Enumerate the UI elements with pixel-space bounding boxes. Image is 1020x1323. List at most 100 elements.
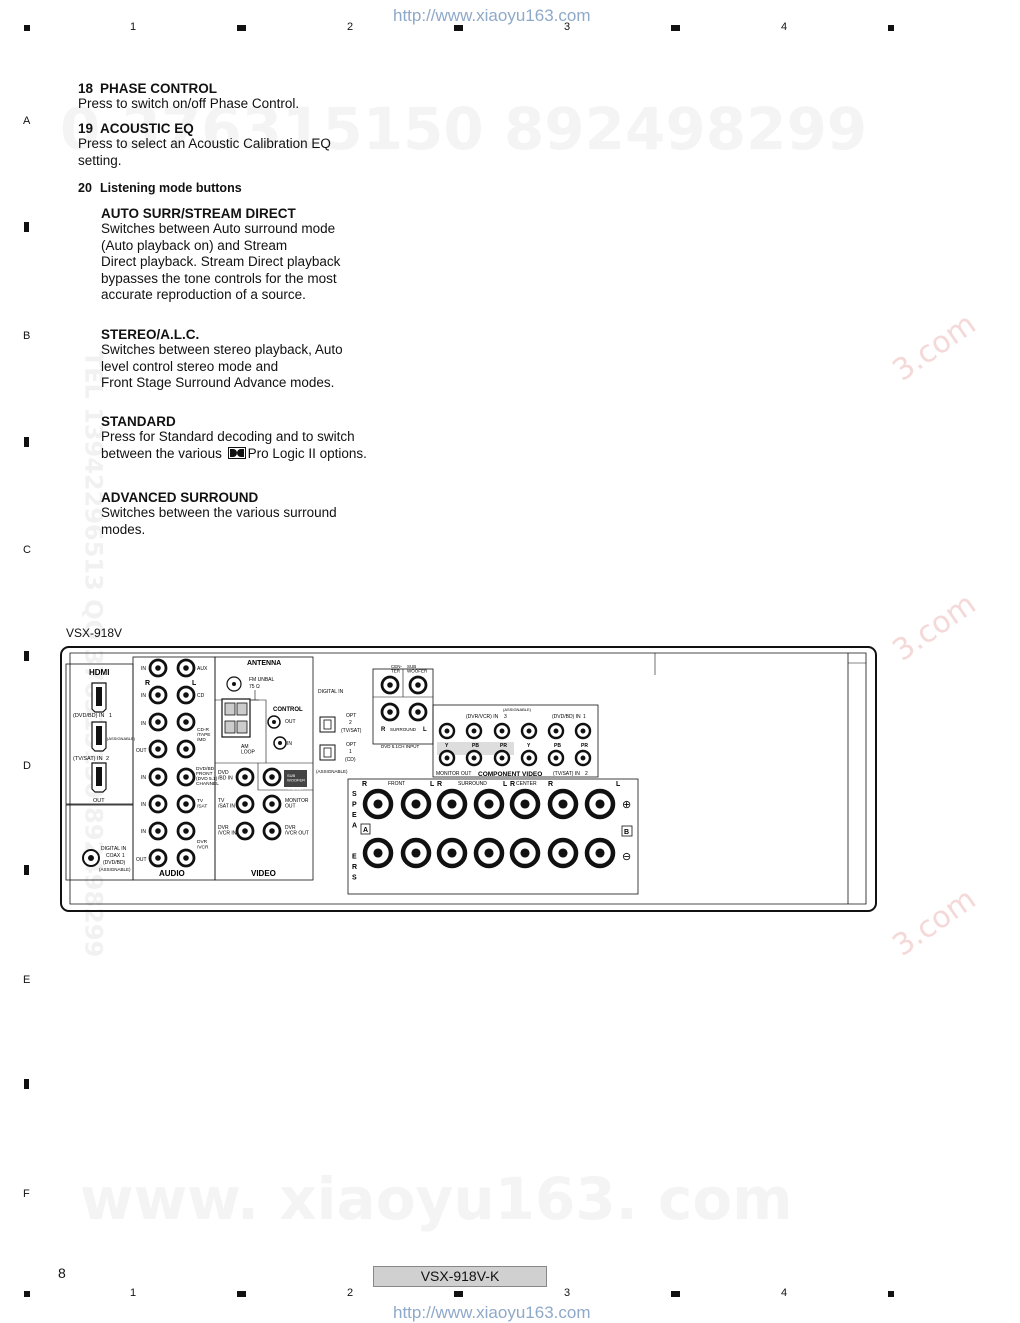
svg-text:(ASSIGNABLE): (ASSIGNABLE): [503, 707, 532, 712]
svg-text:FRONT: FRONT: [388, 781, 405, 787]
audio-rca-jack-l: [176, 821, 196, 841]
svg-text:IN: IN: [141, 666, 146, 672]
svg-text:1: 1: [109, 713, 112, 719]
svg-text:OPT: OPT: [346, 742, 356, 748]
svg-text:OUT: OUT: [136, 857, 147, 863]
svg-text:(CD): (CD): [345, 757, 356, 763]
speaker-terminal: [362, 837, 394, 869]
component-jack: [438, 722, 456, 740]
svg-text:S: S: [352, 791, 357, 798]
svg-text:AUX: AUX: [197, 666, 208, 672]
speaker-terminal: [400, 788, 432, 820]
svg-text:/TAPE: /TAPE: [197, 732, 211, 738]
audio-rca-jack-l: [176, 685, 196, 705]
video-rca-jack: [235, 794, 255, 814]
page-number: 8: [58, 1265, 66, 1281]
svg-text:A: A: [352, 823, 357, 830]
svg-text:OUT: OUT: [285, 804, 296, 810]
svg-text:DVD: DVD: [218, 770, 229, 776]
audio-rca-jack-r: [148, 658, 168, 678]
svg-text:(DVD/BD) IN: (DVD/BD) IN: [73, 713, 105, 719]
svg-text:COAX: COAX: [106, 853, 121, 859]
svg-text:R: R: [548, 781, 553, 788]
speaker-terminal: [547, 837, 579, 869]
mode-auto-surr: AUTO SURR/STREAM DIRECT Switches between…: [101, 206, 341, 302]
col-2: 2: [347, 21, 354, 33]
svg-text:WOOFER: WOOFER: [407, 669, 428, 674]
watermark-numbers: 0 376315150 892498299: [60, 95, 868, 163]
watermark-stamp: 3.com: [886, 881, 983, 964]
component-jack: [493, 722, 511, 740]
svg-text:/SAT: /SAT: [197, 804, 207, 810]
speaker-terminal: [509, 837, 541, 869]
hdmi-title: HDMI: [89, 668, 109, 677]
item-title: PHASE CONTROL: [100, 81, 218, 96]
component-jack: [574, 749, 592, 767]
svg-text:(TV/SAT): (TV/SAT): [341, 728, 362, 734]
audio-rca-jack-l: [176, 794, 196, 814]
model-number: VSX-918V-K: [373, 1266, 547, 1287]
header-url[interactable]: http://www.xiaoyu163.com: [393, 6, 591, 25]
audio-rca-jack-l: [176, 848, 196, 868]
svg-text:E: E: [352, 812, 357, 819]
svg-text:L: L: [616, 781, 621, 788]
svg-text:DVR: DVR: [218, 825, 229, 831]
speaker-terminal: [473, 788, 505, 820]
svg-text:DVD 5.1CH INPUT: DVD 5.1CH INPUT: [381, 744, 420, 749]
mode-standard: STANDARD Press for Standard decoding and…: [101, 414, 367, 463]
video-title: VIDEO: [251, 869, 276, 878]
svg-text:R: R: [145, 680, 150, 687]
svg-text:Y: Y: [527, 743, 531, 749]
multich-rca-jack: [380, 675, 400, 695]
svg-text:OUT: OUT: [285, 719, 296, 725]
svg-text:(TV/SAT) IN: (TV/SAT) IN: [73, 756, 103, 762]
svg-text:DIGITAL IN: DIGITAL IN: [318, 689, 344, 695]
svg-text:IN: IN: [141, 829, 146, 835]
audio-title: AUDIO: [159, 869, 185, 878]
svg-text:L: L: [423, 727, 427, 733]
audio-rca-jack-r: [148, 821, 168, 841]
svg-text:B: B: [624, 829, 629, 836]
svg-text:ANTENNA: ANTENNA: [247, 660, 281, 667]
svg-text:3: 3: [504, 714, 507, 720]
multich-rca-jack: [408, 675, 428, 695]
svg-text:R: R: [437, 781, 442, 788]
component-jack: [493, 749, 511, 767]
speaker-terminal: [547, 788, 579, 820]
svg-text:1: 1: [349, 749, 352, 755]
col-4: 4: [781, 21, 788, 33]
svg-text:OUT: OUT: [136, 748, 147, 754]
component-jack: [465, 722, 483, 740]
audio-rca-jack-l: [176, 767, 196, 787]
speaker-terminal: [400, 837, 432, 869]
svg-text:CONTROL: CONTROL: [273, 707, 303, 713]
svg-text:IN: IN: [141, 775, 146, 781]
svg-text:PR: PR: [581, 743, 588, 749]
footer-url[interactable]: http://www.xiaoyu163.com: [393, 1303, 591, 1322]
item-title: Listening mode buttons: [100, 181, 242, 195]
svg-text:(TV/SAT) IN: (TV/SAT) IN: [553, 771, 580, 777]
video-rca-jack: [235, 821, 255, 841]
svg-text:A: A: [363, 827, 368, 834]
item-body: Press to switch on/off Phase Control.: [78, 96, 300, 111]
svg-text:SURROUND: SURROUND: [390, 727, 417, 732]
component-jack: [465, 749, 483, 767]
svg-text:1: 1: [122, 853, 125, 859]
multich-rca-jack: [380, 702, 400, 722]
svg-text:R: R: [352, 864, 357, 871]
audio-rca-jack-r: [148, 685, 168, 705]
multich-rca-jack: [408, 702, 428, 722]
svg-text:DVD/BD: DVD/BD: [196, 766, 215, 772]
svg-text:CD: CD: [197, 693, 205, 699]
svg-text:L: L: [503, 781, 508, 788]
svg-text:OUT: OUT: [93, 798, 105, 804]
component-jack: [520, 749, 538, 767]
audio-rca-jack-l: [176, 658, 196, 678]
speaker-terminal: [362, 788, 394, 820]
svg-text:CENTER: CENTER: [516, 781, 537, 787]
audio-rca-jack-r: [148, 739, 168, 759]
svg-text:75 Ω: 75 Ω: [249, 684, 260, 690]
